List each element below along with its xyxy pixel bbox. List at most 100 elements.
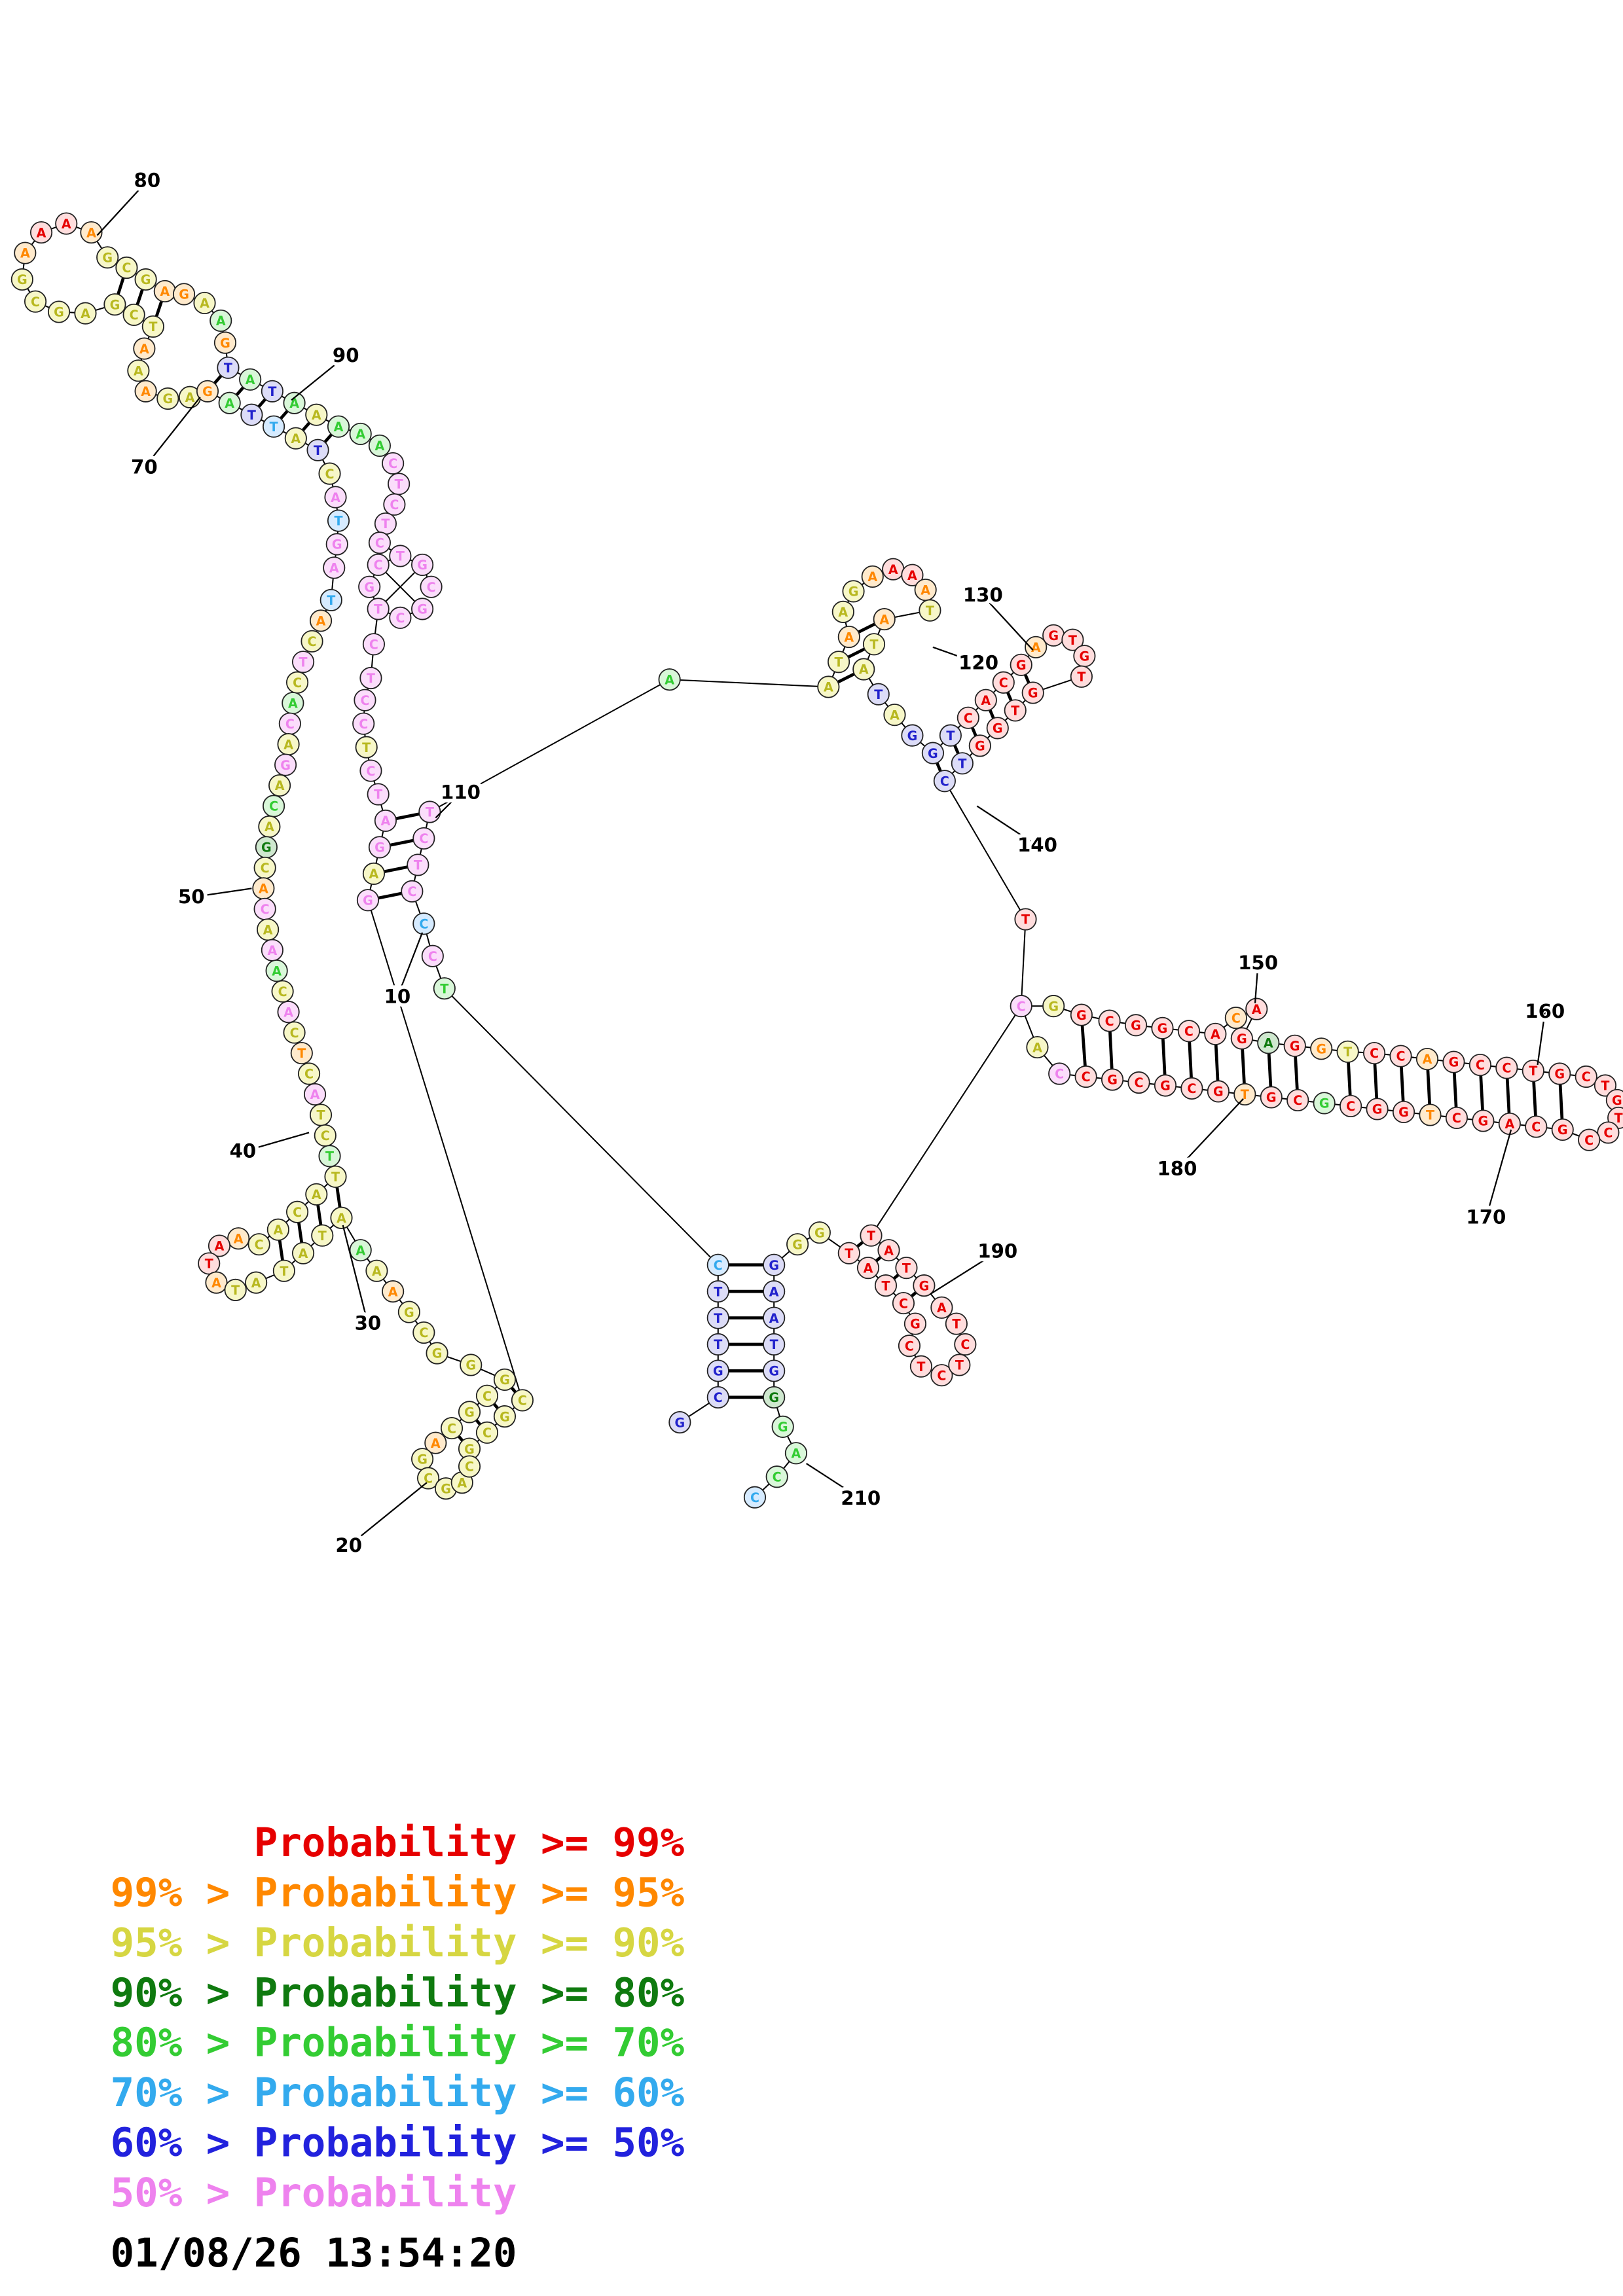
nucleotide	[1180, 1077, 1203, 1100]
nucleotide	[401, 880, 424, 903]
nucleotide	[930, 1364, 953, 1387]
nucleotide	[362, 862, 386, 885]
nucleotide-letter: C	[518, 1393, 527, 1408]
nucleotide	[349, 422, 372, 446]
nucleotide-letter: A	[337, 1211, 346, 1226]
nucleotide	[1010, 995, 1032, 1018]
nucleotide	[475, 1421, 499, 1444]
nucleotide-letter: C	[278, 984, 287, 999]
nucleotide	[1340, 1094, 1362, 1118]
nucleotide	[1245, 997, 1268, 1020]
nucleotide	[808, 1221, 831, 1244]
nucleotide	[382, 452, 405, 475]
nucleotide-letter: C	[483, 1426, 492, 1441]
nucleotide	[355, 736, 378, 759]
position-label-tick	[982, 595, 1034, 651]
position-label-tick	[976, 805, 1038, 847]
nucleotide-letter: A	[792, 1446, 801, 1462]
nucleotide	[921, 742, 944, 764]
nucleotide-letter: T	[362, 740, 371, 755]
nucleotide	[951, 752, 974, 775]
legend-line: 99% > Probability >= 95%	[111, 1870, 685, 1916]
nucleotide-letter: C	[1055, 1067, 1064, 1082]
nucleotide-letter: A	[81, 306, 90, 321]
nucleotide	[210, 309, 232, 332]
nucleotide-letter: C	[31, 295, 40, 310]
nucleotide-letter: C	[773, 1469, 782, 1484]
legend-line: 80% > Probability >= 70%	[111, 2020, 685, 2066]
position-label: 80	[134, 169, 161, 191]
nucleotide-letter: C	[369, 637, 378, 652]
nucleotide-letter: C	[940, 774, 949, 789]
nucleotide-letter: T	[1011, 704, 1019, 719]
nucleotide-letter: C	[937, 1368, 946, 1383]
nucleotide	[421, 944, 444, 967]
position-label-tick	[806, 1463, 862, 1499]
nucleotide	[261, 380, 283, 403]
nucleotide-letter: C	[419, 916, 428, 931]
nucleotide-letter: A	[864, 1261, 873, 1276]
position-label-tick	[291, 355, 346, 401]
nucleotide	[475, 1384, 499, 1407]
nucleotide-letter: C	[390, 497, 399, 512]
nucleotide-letter: G	[364, 580, 374, 595]
position-label-tick	[242, 1132, 310, 1153]
nucleotide-letter: T	[325, 1149, 334, 1164]
nucleotide-letter: G	[179, 287, 189, 302]
nucleotide	[1127, 1071, 1150, 1094]
nucleotide-letter: T	[770, 1337, 778, 1352]
nucleotide	[122, 303, 145, 326]
nucleotide	[1025, 636, 1048, 658]
nucleotide	[354, 689, 376, 711]
nucleotide-letter: C	[999, 675, 1008, 691]
nucleotide	[133, 337, 156, 360]
backbone-line	[870, 1005, 1022, 1236]
nucleotide-letter: A	[275, 778, 285, 793]
nucleotide	[1204, 1022, 1227, 1045]
nucleotide	[274, 753, 297, 776]
nucleotide-letter: A	[331, 490, 340, 505]
nucleotide	[440, 1417, 464, 1440]
nucleotide	[285, 1200, 309, 1223]
nucleotide-letter: C	[359, 717, 368, 732]
nucleotide	[986, 717, 1009, 740]
nucleotide-letter: C	[321, 1128, 330, 1143]
nucleotide	[1124, 1014, 1148, 1037]
nucleotide-letter: A	[267, 943, 277, 958]
nucleotide-letter: C	[465, 1460, 474, 1475]
nucleotide-letter: T	[952, 1317, 960, 1332]
nucleotide	[14, 242, 37, 264]
nucleotide	[323, 556, 346, 579]
nucleotide	[493, 1405, 517, 1428]
nucleotide	[1392, 1100, 1415, 1124]
nucleotide-letter: T	[331, 1170, 340, 1185]
position-label-tick	[1537, 1011, 1546, 1066]
nucleotide	[47, 300, 71, 323]
nucleotide	[895, 1257, 918, 1280]
nucleotide	[424, 1431, 447, 1454]
nucleotide	[358, 575, 381, 598]
position-label: 40	[230, 1140, 257, 1162]
nucleotide-letter: T	[426, 805, 434, 820]
nucleotide-letter: C	[427, 580, 436, 595]
nucleotide-letter: T	[1601, 1079, 1609, 1094]
nucleotide	[837, 1242, 860, 1265]
nucleotide-letter: G	[464, 1442, 475, 1457]
legend-line: 70% > Probability >= 60%	[111, 2070, 685, 2116]
nucleotide-letter: G	[928, 746, 938, 761]
nucleotide-letter: G	[1558, 1122, 1568, 1138]
nucleotide-letter: G	[814, 1225, 825, 1240]
nucleotide	[306, 439, 329, 461]
nucleotide	[268, 774, 291, 797]
nucleotide	[301, 630, 323, 653]
nucleotide-letter: A	[160, 284, 170, 299]
nucleotide-letter: A	[375, 439, 385, 454]
nucleotide-letter: C	[1105, 1014, 1114, 1029]
nucleotide	[362, 633, 386, 656]
nucleotide	[271, 980, 294, 1003]
nucleotide-letter: A	[141, 384, 151, 399]
nucleotide	[763, 1386, 786, 1408]
nucleotide-letter: T	[334, 514, 342, 529]
nucleotide-letter: A	[1504, 1117, 1514, 1132]
